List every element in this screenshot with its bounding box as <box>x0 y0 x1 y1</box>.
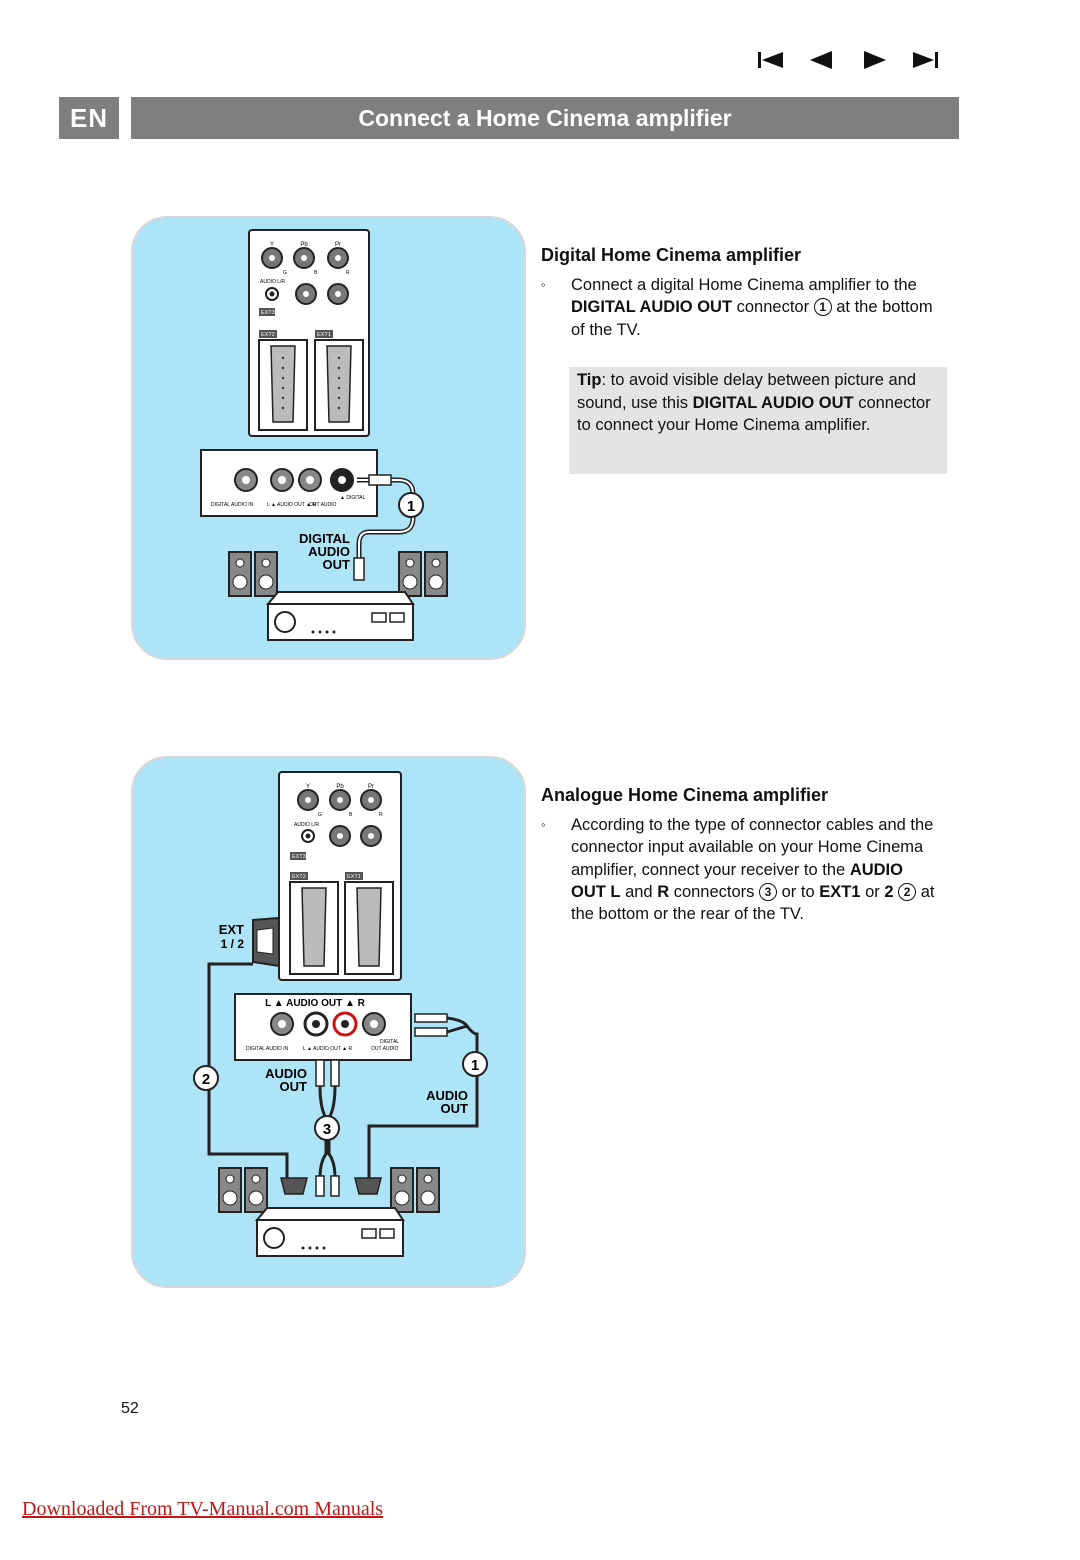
digital-section-body: ◦ Connect a digital Home Cinema amplifie… <box>541 276 933 339</box>
callout-1: 1 <box>407 498 415 515</box>
analogue-connection-diagram: Y Pb Pr G B R AUDIO L/R EXT3 EXT2 EXT1 E… <box>131 756 526 1288</box>
svg-text:Pb: Pb <box>336 784 344 790</box>
bullet: ◦ <box>541 817 546 832</box>
left-speakers-icon <box>218 1167 268 1213</box>
svg-text:AUDIO: AUDIO <box>426 1088 468 1103</box>
svg-text:DIGITAL: DIGITAL <box>299 531 350 546</box>
svg-text:EXT3: EXT3 <box>292 854 306 860</box>
rca-label-pb: Pb <box>300 242 308 248</box>
audio-out-top-label: L ▲ AUDIO OUT ▲ R <box>265 998 366 1009</box>
rca-label-pr: Pr <box>335 242 341 248</box>
next-page-icon[interactable] <box>860 48 888 72</box>
svg-text:OUT AUDIO: OUT AUDIO <box>371 1046 399 1052</box>
svg-text:AUDIO: AUDIO <box>308 544 350 559</box>
language-badge: EN <box>59 97 119 139</box>
svg-text:G: G <box>318 812 322 818</box>
svg-text:R: R <box>379 812 383 818</box>
ext-label: EXT <box>219 922 244 937</box>
svg-text:B: B <box>349 812 353 818</box>
amplifier-icon <box>265 591 415 641</box>
svg-text:AUDIO: AUDIO <box>265 1066 307 1081</box>
rca-label-y: Y <box>270 242 274 248</box>
ext1-label: EXT1 <box>317 332 331 338</box>
svg-text:Pr: Pr <box>368 784 374 790</box>
callout-3: 3 <box>323 1121 331 1138</box>
left-speakers-icon <box>228 551 278 597</box>
digital-connection-diagram: Y Pb Pr G B R AUDIO L/R EXT3 EXT2 EXT1 D… <box>131 216 526 660</box>
digital-diagram-svg: Y Pb Pr G B R AUDIO L/R EXT3 EXT2 EXT1 D… <box>200 229 448 641</box>
right-speakers-icon <box>390 1167 440 1213</box>
svg-text:L ▲ AUDIO OUT ▲ R: L ▲ AUDIO OUT ▲ R <box>303 1046 352 1052</box>
digital-audio-in-label: DIGITAL AUDIO IN <box>211 502 254 508</box>
svg-text:EXT2: EXT2 <box>292 874 306 880</box>
page-title: Connect a Home Cinema amplifier <box>131 97 959 139</box>
callout-1: 1 <box>471 1057 479 1074</box>
page-number: 52 <box>121 1400 139 1417</box>
analogue-section-heading: Analogue Home Cinema amplifier <box>541 785 829 805</box>
page-navigation <box>756 48 940 72</box>
svg-text:AUDIO L/R: AUDIO L/R <box>294 822 319 828</box>
svg-text:1 / 2: 1 / 2 <box>221 937 245 951</box>
ext3-label: EXT3 <box>261 310 275 316</box>
svg-text:OUT: OUT <box>280 1079 308 1094</box>
right-speakers-icon <box>398 551 448 597</box>
audio-out-label: L ▲ AUDIO OUT ▲ R <box>267 502 316 508</box>
callout-ref-2: 2 <box>898 882 917 901</box>
digital-out-label: OUT AUDIO <box>309 502 337 508</box>
svg-text:OUT: OUT <box>441 1101 469 1116</box>
ext2-label: EXT2 <box>261 332 275 338</box>
callout-ref-3: 3 <box>759 882 778 901</box>
callout-2: 2 <box>202 1071 210 1088</box>
analogue-diagram-svg: Y Pb Pr G B R AUDIO L/R EXT3 EXT2 EXT1 E… <box>193 771 488 1257</box>
analogue-section-body: ◦ According to the type of connector cab… <box>541 816 935 924</box>
digital-section-heading: Digital Home Cinema amplifier <box>541 245 802 265</box>
svg-text:DIGITAL: DIGITAL <box>380 1039 399 1045</box>
svg-text:OUT: OUT <box>323 557 351 572</box>
svg-text:B: B <box>314 270 318 276</box>
svg-text:EXT1: EXT1 <box>347 874 361 880</box>
prev-page-icon[interactable] <box>808 48 836 72</box>
audio-lr-label: AUDIO L/R <box>260 279 285 285</box>
svg-text:G: G <box>283 270 287 276</box>
svg-text:R: R <box>346 270 350 276</box>
svg-text:DIGITAL AUDIO IN: DIGITAL AUDIO IN <box>246 1046 289 1052</box>
callout-ref-1: 1 <box>813 298 832 317</box>
tip-box: Tip: to avoid visible delay between pict… <box>569 367 947 474</box>
first-page-icon[interactable] <box>756 48 784 72</box>
bullet: ◦ <box>541 277 546 292</box>
svg-text:▲ DIGITAL: ▲ DIGITAL <box>340 495 366 501</box>
svg-text:Y: Y <box>306 784 310 790</box>
footer-link[interactable]: Downloaded From TV-Manual.com Manuals <box>22 1498 384 1520</box>
last-page-icon[interactable] <box>912 48 940 72</box>
amplifier-icon <box>254 1207 405 1257</box>
